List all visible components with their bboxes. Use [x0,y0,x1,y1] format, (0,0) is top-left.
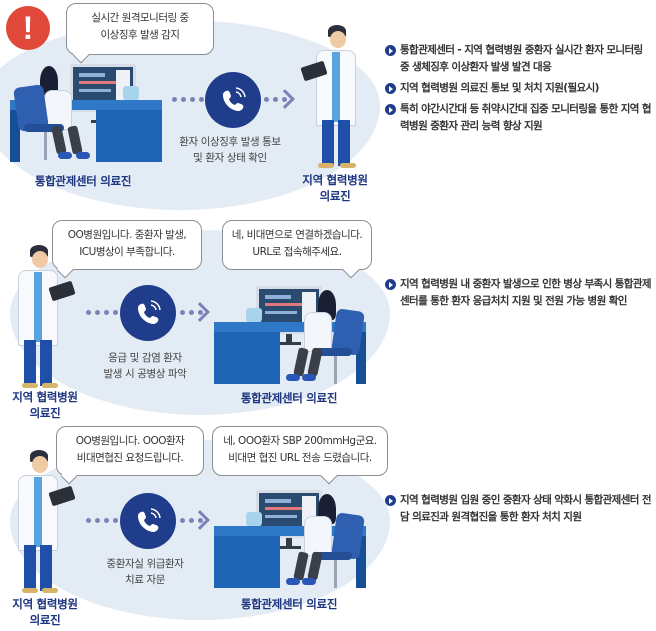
bubble-line: 네, 비대면으로 연결하겠습니다. [231,229,363,241]
bullet-item: 통합관제센터 - 지역 협력병원 중환자 실시간 환자 모니터링 중 생체징후 … [385,42,653,76]
bullet-item: 지역 협력병원 입원 중인 중환자 상태 악화시 통합관제센터 전담 의료진과 … [385,492,653,526]
dotted-arrow-left [172,97,204,102]
left-role-label: 지역 협력병원 의료진 [12,390,78,420]
bubble-line: OO병원입니다. 중환자 발생, [67,229,187,241]
bullet-item: 지역 협력병원 의료진 통보 및 처치 지원(필요시) [385,80,653,97]
phone-call-icon [205,72,261,128]
speech-bubble-hospital: OO병원입니다. OOO환자 비대면협진 요청드립니다. [56,426,204,485]
exclamation-alert-icon: ! [6,6,50,50]
play-bullet-icon [385,83,396,94]
flow-caption: 환자 이상징후 발생 통보 및 환자 상태 확인 [179,136,281,164]
speech-bubble-monitoring: 실시간 원격모니터링 중 이상징후 발생 감지 [66,3,214,64]
flow-caption: 중환자실 위급환자 치료 자문 [106,558,184,586]
speech-bubble-control-center: 네, OOO환자 SBP 200mmHg군요. 비대면 협진 URL 전송 드렸… [212,426,388,485]
bullet-list: 통합관제센터 - 지역 협력병원 중환자 실시간 환자 모니터링 중 생체징후 … [385,42,653,139]
bubble-line: 비대면 협진 URL 전송 드렸습니다. [228,452,372,464]
bubble-line: ICU병상이 부족합니다. [79,246,175,258]
panel-remote-monitoring: ! 실시간 원격모니터링 중 이상징후 발생 감지 환자 이상징후 발생 통보 … [0,0,656,210]
dotted-arrow-right [180,310,203,315]
dotted-arrow-right [264,97,287,102]
speech-bubble-hospital: OO병원입니다. 중환자 발생, ICU병상이 부족합니다. [52,220,202,279]
bubble-line: OO병원입니다. OOO환자 [75,435,185,447]
bubble-line: 실시간 원격모니터링 중 [91,12,189,24]
bubble-line: 이상징후 발생 감지 [100,29,180,41]
phone-call-icon [120,285,176,341]
panel-remote-consultation: OO병원입니다. OOO환자 비대면협진 요청드립니다. 네, OOO환자 SB… [0,420,656,631]
speech-bubble-control-center: 네, 비대면으로 연결하겠습니다. URL로 접속해주세요. [222,220,372,279]
bullet-item: 특히 야간시간대 등 취약시간대 집중 모니터링을 통한 지역 협력병원 중환자… [385,101,653,135]
dotted-arrow-right [180,518,203,523]
left-role-label: 통합관제센터 의료진 [34,174,132,188]
play-bullet-icon [385,279,396,290]
dotted-arrow-left [86,310,118,315]
bullet-list: 지역 협력병원 내 중환자 발생으로 인한 병상 부족시 통합관제센터를 통한 … [385,276,653,314]
phone-call-icon [120,493,176,549]
right-role-label: 통합관제센터 의료진 [240,391,338,405]
bubble-line: URL로 접속해주세요. [252,246,342,258]
left-role-label: 지역 협력병원 의료진 [12,597,78,627]
right-role-label: 통합관제센터 의료진 [240,597,338,611]
play-bullet-icon [385,495,396,506]
bullet-item: 지역 협력병원 내 중환자 발생으로 인한 병상 부족시 통합관제센터를 통한 … [385,276,653,310]
bubble-line: 비대면협진 요청드립니다. [76,452,184,464]
bubble-line: 네, OOO환자 SBP 200mmHg군요. [223,435,377,447]
play-bullet-icon [385,104,396,115]
right-role-label: 지역 협력병원 의료진 [302,173,368,203]
panel-icu-bed-shortage: OO병원입니다. 중환자 발생, ICU병상이 부족합니다. 네, 비대면으로 … [0,210,656,420]
bullet-list: 지역 협력병원 입원 중인 중환자 상태 악화시 통합관제센터 전담 의료진과 … [385,492,653,530]
dotted-arrow-left [86,518,118,523]
flow-caption: 응급 및 감염 환자 발생 시 공병상 파악 [103,352,187,380]
play-bullet-icon [385,45,396,56]
